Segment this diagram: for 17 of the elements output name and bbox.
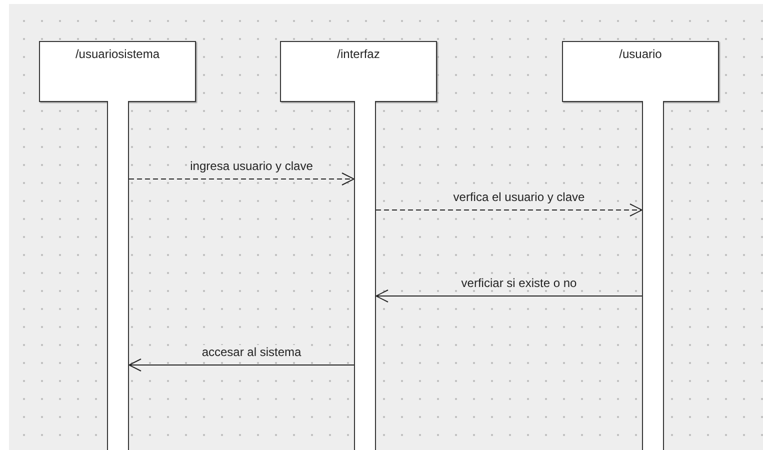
lifeline-bar bbox=[642, 101, 664, 450]
message-label: accesar al sistema bbox=[200, 345, 304, 359]
message-label: verfica el usuario y clave bbox=[451, 190, 587, 204]
participant-name: /interfaz bbox=[337, 47, 380, 61]
participant-name: /usuariosistema bbox=[75, 47, 160, 61]
message-arrow bbox=[128, 172, 354, 186]
message-arrow bbox=[376, 204, 642, 216]
participant-box bbox=[39, 41, 196, 102]
participant-name: /usuario bbox=[619, 47, 662, 61]
participant-box bbox=[562, 41, 719, 102]
lifeline-bar bbox=[354, 101, 376, 450]
message-label: ingresa usuario y clave bbox=[188, 159, 315, 173]
message-arrow bbox=[376, 290, 642, 302]
participant-box bbox=[280, 41, 437, 102]
message-arrow bbox=[128, 358, 354, 372]
lifeline-bar bbox=[107, 101, 129, 450]
message-label: verficiar si existe o no bbox=[459, 276, 579, 290]
